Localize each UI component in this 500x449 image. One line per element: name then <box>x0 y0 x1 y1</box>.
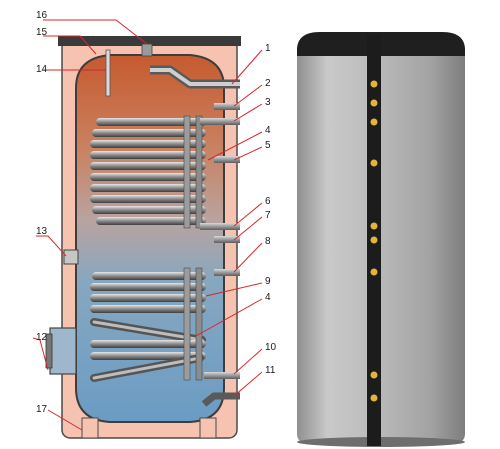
lower-coil-outlet <box>204 372 240 379</box>
callout-14: 14 <box>36 64 48 75</box>
callout-4-upper: 4 <box>265 125 271 136</box>
callout-16: 16 <box>36 10 48 21</box>
callout-13: 13 <box>36 226 48 237</box>
callout-17: 17 <box>36 404 48 415</box>
cutaway-tank <box>45 36 241 439</box>
top-fitting <box>141 43 153 57</box>
callout-9: 9 <box>265 276 271 287</box>
callout-2: 2 <box>265 78 271 89</box>
callout-10: 10 <box>265 342 277 353</box>
upper-coil-inlet <box>200 118 240 125</box>
callout-5: 5 <box>265 140 271 151</box>
callout-7: 7 <box>265 210 271 221</box>
callout-3: 3 <box>265 97 271 108</box>
lower-heat-exchanger-coil <box>90 267 206 382</box>
callout-11: 11 <box>265 365 276 376</box>
sensor-sleeve <box>105 49 111 97</box>
callout-4-lower: 4 <box>265 292 271 303</box>
port-dots <box>370 80 378 402</box>
callout-8: 8 <box>265 236 271 247</box>
callout-12: 12 <box>36 332 48 343</box>
upper-coil-outlet <box>200 223 240 230</box>
callout-15: 15 <box>36 27 48 38</box>
foot-right <box>199 417 217 439</box>
upper-heat-exchanger-coil <box>90 115 206 229</box>
top-cover <box>58 36 241 46</box>
sensor-sleeve-upper <box>214 156 240 163</box>
side-port <box>63 249 79 265</box>
exterior-tank <box>297 32 465 447</box>
foot-left <box>81 417 99 439</box>
callout-6: 6 <box>265 196 271 207</box>
cold-water-inlet-pipe <box>201 392 240 407</box>
connector-top-2 <box>214 103 240 110</box>
callout-labels: 16 15 14 1 2 3 4 5 6 7 13 8 9 4 12 10 11… <box>36 10 277 415</box>
sensor-sleeve-mid <box>214 236 240 243</box>
lower-coil-inlet <box>214 269 240 276</box>
callout-1: 1 <box>265 43 271 54</box>
inspection-flange <box>49 327 77 375</box>
leader-lines <box>32 19 263 431</box>
